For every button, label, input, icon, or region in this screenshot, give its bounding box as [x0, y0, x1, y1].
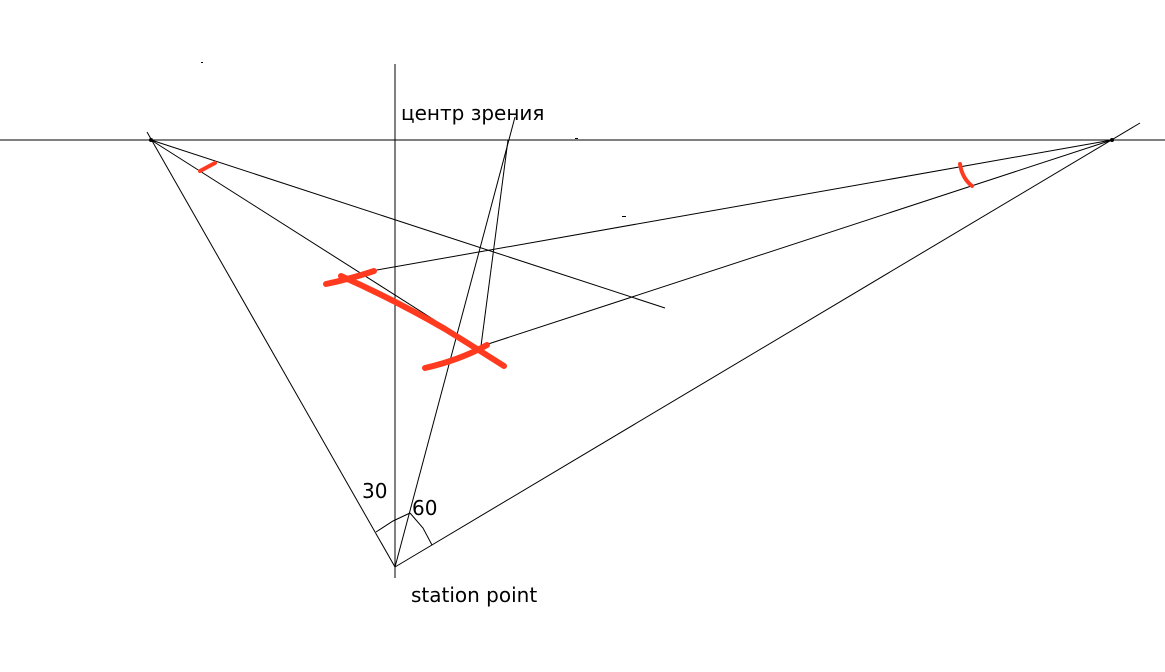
ray-measure-line — [394, 116, 516, 568]
red-angle-arc-right — [958, 162, 974, 188]
angle-marker-60 — [409, 512, 433, 546]
ray-left-vanishing — [146, 131, 396, 568]
red-edge-stroke — [338, 273, 507, 369]
right-vp-line-lower — [475, 139, 1113, 349]
line-corner-to-measure — [480, 139, 509, 347]
red-angle-tick-left — [198, 161, 217, 173]
left-vanishing-point — [149, 138, 153, 142]
angle-30-label: 30 — [362, 479, 388, 503]
angle-60-label: 60 — [412, 496, 438, 520]
left-vp-line-upper — [150, 139, 666, 309]
right-vp-line-upper — [359, 139, 1113, 274]
red-cross-upper — [323, 268, 377, 287]
ray-right-vanishing — [394, 122, 1141, 568]
angle-marker-30 — [375, 512, 411, 533]
stray-mark — [622, 216, 626, 217]
left-vp-line-lower — [150, 139, 481, 350]
stray-mark — [201, 62, 203, 63]
center-of-vision-label: центр зрения — [401, 101, 545, 125]
station-point-label: station point — [411, 583, 538, 607]
red-cross-lower — [422, 342, 490, 371]
right-vanishing-point — [1110, 138, 1114, 142]
stray-mark — [575, 138, 578, 139]
